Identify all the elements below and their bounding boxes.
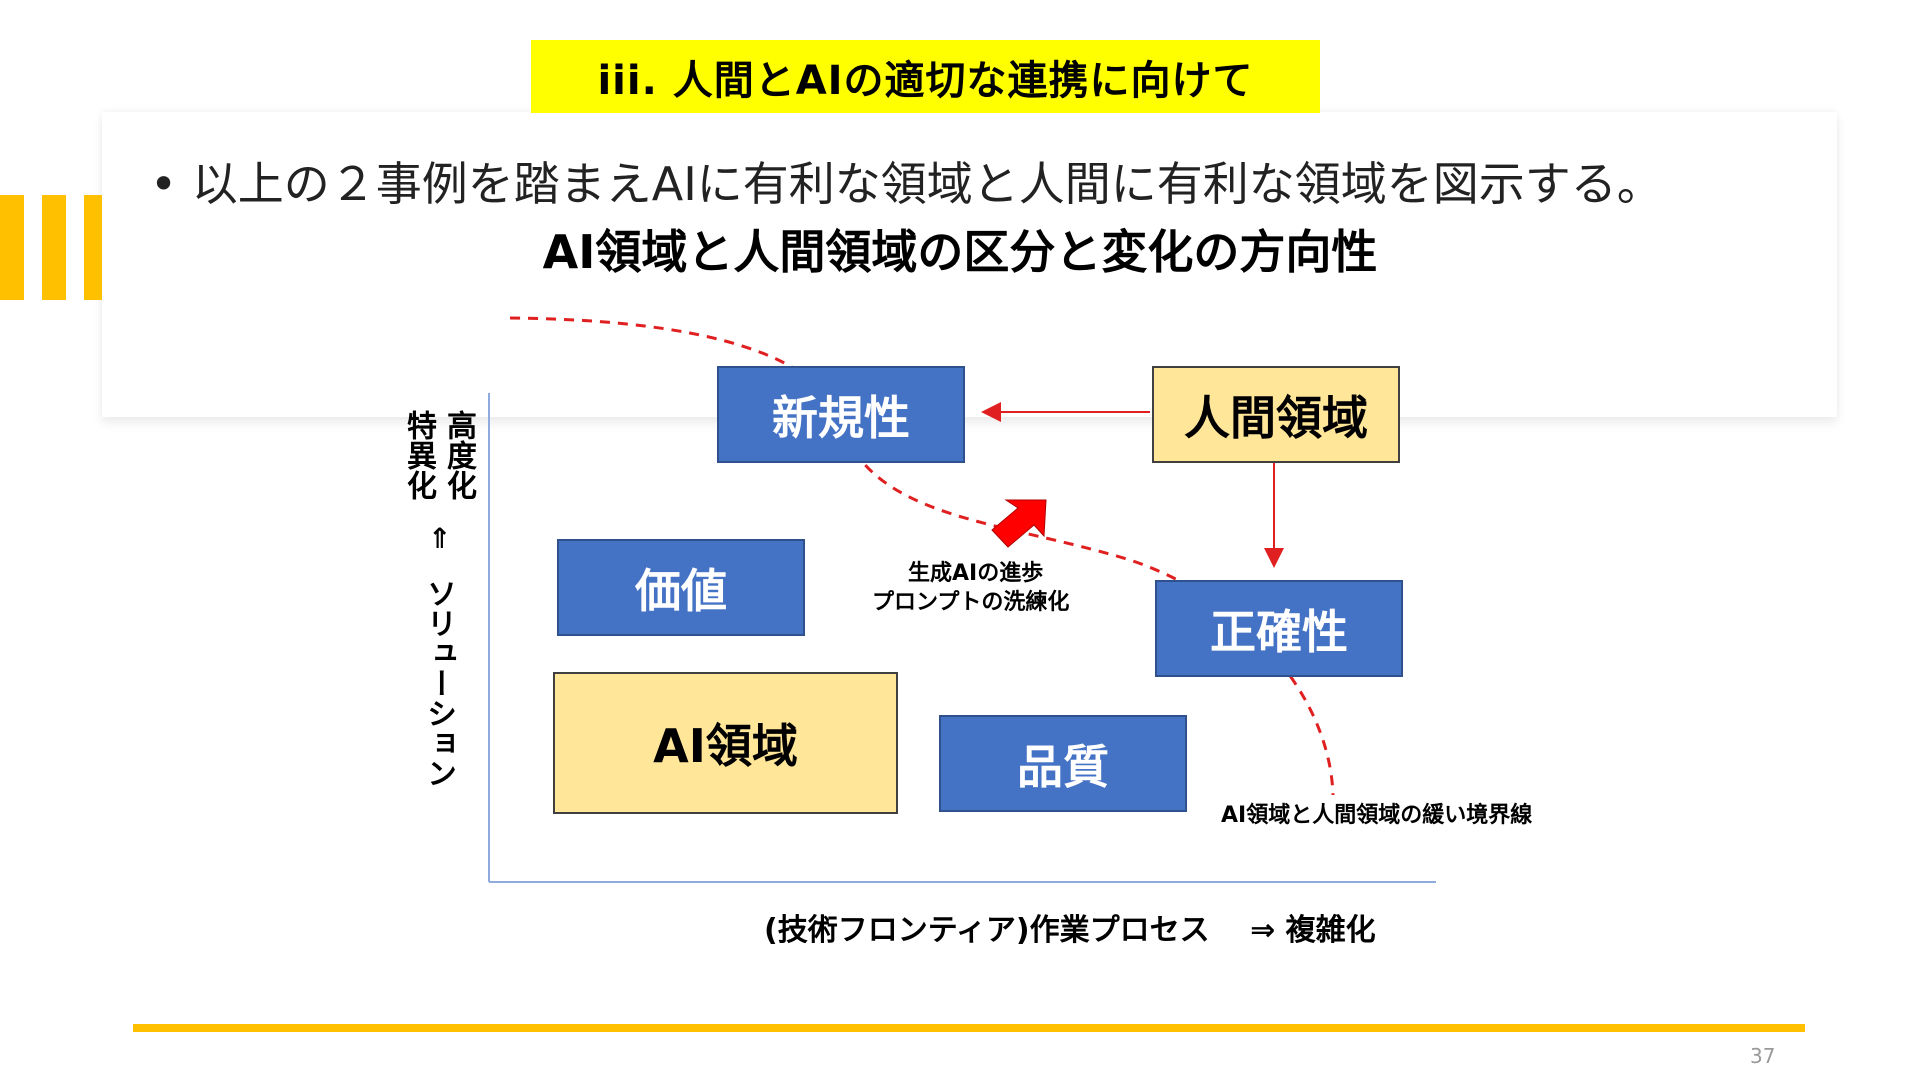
progress-label-line2: プロンプトの洗練化 xyxy=(872,590,1070,615)
box-accuracy: 正確性 xyxy=(1155,580,1403,677)
decorative-stripes xyxy=(0,195,102,300)
page-number: 37 xyxy=(1750,1044,1776,1068)
bullet-text: • 以上の２事例を踏まえAIに有利な領域と人間に有利な領域を図示する。 xyxy=(150,157,1663,211)
progress-arrow-icon xyxy=(991,499,1047,548)
y-label-specialized: 特異化 xyxy=(401,410,436,500)
footer-line xyxy=(133,1024,1805,1032)
box-quality: 品質 xyxy=(939,715,1187,812)
stripe xyxy=(0,195,24,300)
stripe xyxy=(84,195,102,300)
progress-label-line1: 生成AIの進歩 xyxy=(908,561,1044,586)
slide-title: iii. 人間とAIの適切な連携に向けて xyxy=(531,40,1320,113)
boundary-label: AI領域と人間領域の緩い境界線 xyxy=(1221,803,1533,828)
x-axis-label: (技術フロンティア)作業プロセス ⇒ 複雑化 xyxy=(764,913,1376,948)
box-value: 価値 xyxy=(557,539,805,636)
diagram-title: AI領域と人間領域の区分と変化の方向性 xyxy=(542,225,1378,279)
y-up-arrow-icon: ⇑ xyxy=(428,522,452,555)
y-label-advanced: 高度化 xyxy=(441,410,476,500)
box-novelty: 新規性 xyxy=(717,366,965,463)
stripe xyxy=(42,195,66,300)
box-ai-domain: AI領域 xyxy=(553,672,898,814)
box-human-domain: 人間領域 xyxy=(1152,366,1400,463)
y-label-solution: ソリューション xyxy=(421,578,456,788)
